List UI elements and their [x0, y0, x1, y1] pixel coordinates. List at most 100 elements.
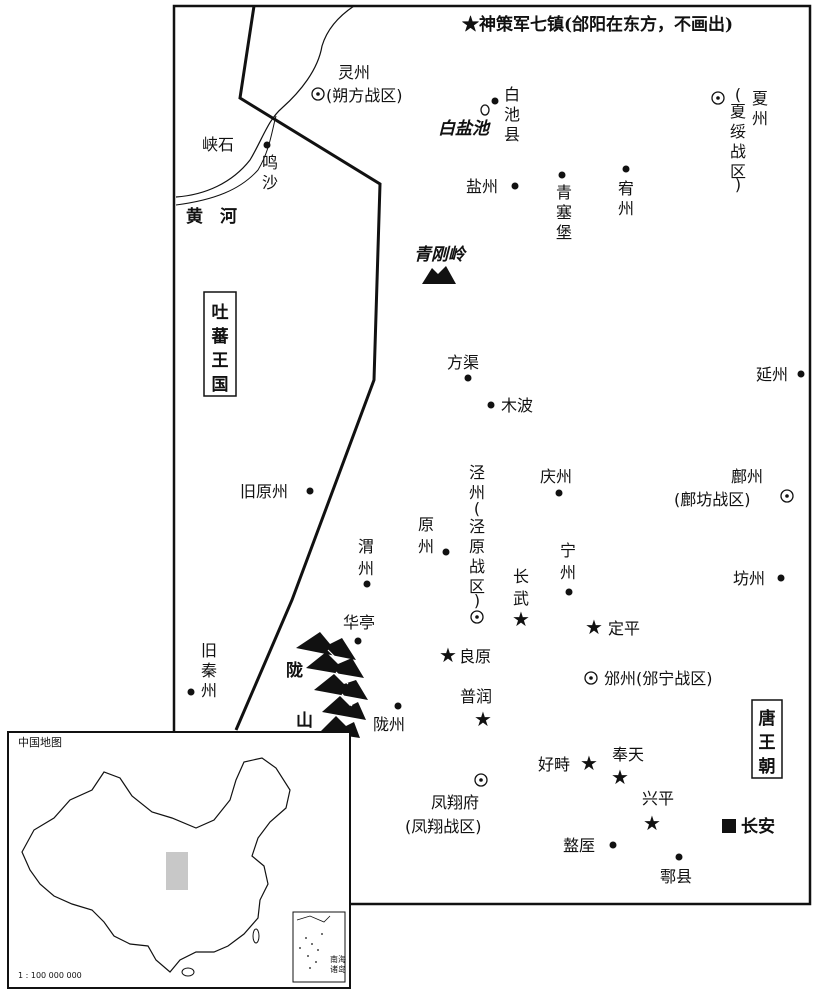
haozhi-star-icon: ★	[580, 751, 598, 775]
tibet-char-3: 王	[212, 351, 229, 371]
jingzhou-sub-3: 原	[469, 537, 485, 556]
legend-note: ★神策军七镇(郃阳在东方，不画出)	[462, 14, 733, 35]
huxian-dot	[675, 853, 683, 861]
xiazhou-sub-5: 区	[730, 162, 746, 181]
fengxiangfu-label: 凤翔府	[431, 793, 479, 812]
haozhi-label: 好畤	[538, 755, 570, 774]
qingsaibao-dot	[558, 171, 566, 179]
xiazhou-dot	[716, 96, 720, 100]
weizhou-dot	[363, 580, 371, 588]
jingzhou-sub-6: )	[474, 591, 480, 610]
inset-scale: 1 : 100 000 000	[18, 971, 82, 980]
binzhou-hq-icon	[584, 671, 598, 685]
mubo-label: 木波	[501, 396, 533, 415]
purun-star-icon: ★	[474, 707, 492, 731]
yellow-river-label: 黄 河	[186, 206, 237, 227]
baichi-dot	[491, 97, 499, 105]
fengtian-label: 奉天	[612, 745, 644, 764]
tibet-label-box	[203, 291, 237, 397]
mubo-dot	[487, 401, 495, 409]
xingping-star-icon: ★	[643, 811, 661, 835]
yuanzhou-char-1: 原	[418, 515, 434, 534]
baichi-char-1: 白	[504, 85, 520, 104]
inset-south-sea-coast	[296, 915, 331, 923]
fengxiangfu-dot	[479, 778, 483, 782]
changan-capital-icon	[722, 819, 736, 833]
lingzhou-sub-label: (朔方战区)	[326, 86, 403, 105]
jingzhou-sub-4: 战	[469, 557, 485, 576]
inset-box-label-2: 海	[338, 954, 346, 964]
tibet-char-1: 吐	[212, 303, 229, 323]
jiuqinzhou-char-2: 秦	[201, 661, 217, 680]
xiazhou-char-2: 州	[752, 109, 768, 128]
youzhou-char-1: 宥	[618, 179, 634, 198]
dingping-star-icon: ★	[585, 615, 603, 639]
jiuyuanzhou-label: 旧原州	[240, 482, 288, 501]
lingzhou-label: 灵州	[338, 63, 370, 82]
mingsha-char-1: 鸣	[262, 153, 278, 172]
longzhou-dot	[394, 702, 402, 710]
mingsha-char-2: 沙	[262, 173, 278, 192]
liangyuan-label: 良原	[459, 647, 491, 666]
liangyuan-star-icon: ★	[439, 643, 457, 667]
fangzhou-label: 坊州	[733, 569, 765, 588]
youzhou-char-2: 州	[618, 199, 634, 218]
yuanzhou-char-2: 州	[418, 537, 434, 556]
yuanzhou-dot	[442, 548, 450, 556]
jingzhou-sub-1: (	[474, 499, 480, 518]
fengxiangfu-hq-icon	[474, 773, 488, 787]
jiuqinzhou-dot	[187, 688, 195, 696]
long-mountain-char-1: 陇	[286, 660, 303, 681]
fangzhou-dot	[777, 574, 785, 582]
tang-label-box	[751, 699, 783, 779]
fuzhou-sub-label: (鄜坊战区)	[674, 490, 751, 509]
zhouzhi-dot	[609, 841, 617, 849]
qingzhou-dot	[555, 489, 563, 497]
huating-dot	[354, 637, 362, 645]
inset-islands-icon	[299, 933, 323, 969]
yellow-river-line	[175, 5, 355, 198]
youzhou-dot	[622, 165, 630, 173]
lingzhou-dot	[316, 92, 320, 96]
weizhou-char-2: 州	[358, 559, 374, 578]
xiazhou-sub-3: 绥	[730, 122, 746, 141]
yellow-river-bank	[175, 115, 277, 206]
tang-char-2: 王	[759, 733, 776, 753]
inset-box-label-4: 岛	[338, 964, 346, 974]
tibet-char-4: 国	[212, 375, 229, 395]
xiazhou-sub-4: 战	[730, 142, 746, 161]
changwu-char-1: 长	[513, 567, 529, 586]
binzhou-dot	[589, 676, 593, 680]
ningzhou-dot	[565, 588, 573, 596]
inset-title: 中国地图	[18, 736, 62, 749]
qingsaibao-char-2: 塞	[556, 203, 572, 222]
fengtian-star-icon: ★	[611, 765, 629, 789]
xiazhou-hq-icon	[711, 91, 725, 105]
changwu-star-icon: ★	[512, 607, 530, 631]
qingzhou-label: 庆州	[540, 467, 572, 486]
jingzhou-hq-icon	[470, 610, 484, 624]
jiuqinzhou-char-1: 旧	[201, 641, 217, 660]
jingzhou-dot	[475, 615, 479, 619]
jiuyuanzhou-dot	[306, 487, 314, 495]
qinggang-ridge-label: 青刚岭	[414, 245, 467, 265]
yanzhou-label: 盐州	[466, 177, 498, 196]
baiyan-lake-icon	[480, 104, 490, 116]
baiyan-lake-label: 白盐池	[438, 119, 491, 139]
lingzhou-hq-icon	[311, 87, 325, 101]
inset-box-label-3: 诸	[330, 965, 338, 974]
qingsaibao-char-1: 青	[556, 183, 572, 202]
baichi-char-2: 池	[504, 105, 520, 124]
fuzhou-label: 鄜州	[731, 467, 763, 486]
fuzhou-hq-icon	[780, 489, 794, 503]
fuzhou-dot	[785, 494, 789, 498]
xiashi-dot	[263, 141, 271, 149]
changwu-char-2: 武	[513, 589, 529, 608]
fangqu-dot	[464, 374, 472, 382]
inset-china-outline	[21, 757, 291, 973]
jingzhou-sub-2: 泾	[469, 517, 485, 536]
ningzhou-char-1: 宁	[560, 541, 576, 560]
yanzhou2-dot	[797, 370, 805, 378]
jingzhou-char-2: 州	[469, 483, 485, 502]
baichi-char-3: 县	[504, 125, 520, 144]
